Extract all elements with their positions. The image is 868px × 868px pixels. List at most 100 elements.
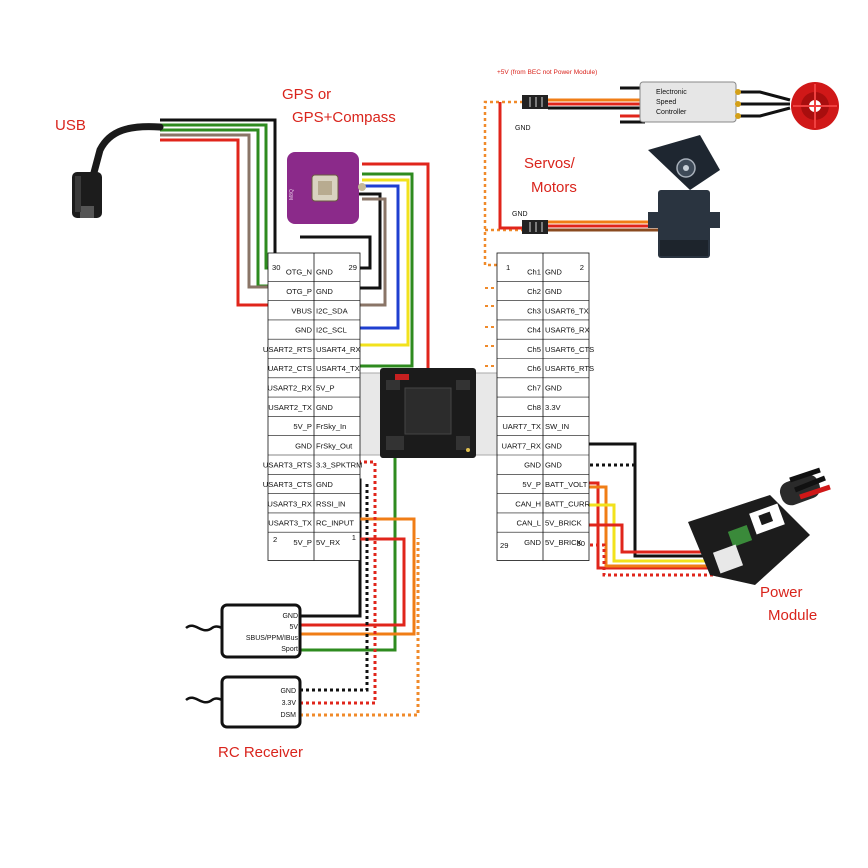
gps-chip-inner [318,181,332,195]
receiver-sbus-body [220,603,302,659]
servo-tab-right [710,212,720,228]
wire-usb-red [160,138,287,307]
pin-label-right: GND [316,480,333,489]
pin-label-left: Ch8 [527,403,541,412]
receiver-sbus: GND 5V SBUS/PPM/IBus Sport [185,603,302,659]
pin-label-right: 3.3_SPKTRM [316,461,362,470]
fc-led [466,448,470,452]
gps-board-text: M8Q [289,189,295,200]
bec-note: +5V (from BEC not Power Module) [497,69,597,76]
esc-connector-3 [735,113,741,119]
pin-label-right: USART6_TX [545,306,589,315]
pin-number: 2 [273,535,277,544]
pin-label-left: GND [524,461,541,470]
receiver-sbus-pin-sport: Sport [281,646,298,653]
wire-gps-green [350,172,414,368]
gps-label-line1: GPS or [282,86,331,103]
wire-servo-dotted [483,100,523,267]
receiver-dsm: GND 3.3V DSM [185,675,302,729]
wire-dsm-orange [300,538,420,717]
pin-label-left: UART7_TX [502,422,541,431]
power-module-label-line2: Module [768,607,817,624]
pin-label-left: USART2_RTS [263,345,312,354]
pin-label-left: UART7_RX [501,441,541,450]
power-module-label-line1: Power [760,584,803,601]
motor [791,82,839,130]
receiver-sbus-antenna [185,624,223,632]
wire-gps-red [350,162,430,387]
servo-plug-pins [529,222,543,232]
pin-label-left: 5V_P [522,480,541,489]
pin-label-right: GND [545,287,562,296]
servo-shaft-center [683,165,689,171]
fc-chip-1 [386,380,400,390]
wire-motor-phases [735,90,791,118]
gps-connector [358,183,366,191]
receiver-sbus-pin-signal: SBUS/PPM/IBus [246,635,299,642]
pm-connector [712,544,744,574]
rc-receiver-label: RC Receiver [218,744,303,761]
wire-gps-blue [350,184,400,330]
pin-label-left: USART2_RX [267,383,312,392]
pin-label-left: Ch6 [527,364,541,373]
esc-body [639,81,737,123]
power-module [688,467,831,585]
fc-mcu [404,387,452,435]
flight-controller-board [357,368,503,458]
esc-label-2: Speed [656,99,676,106]
wire-pm-red-dotted [590,543,720,577]
pin-label-right: USART6_RTS [545,364,594,373]
usb-label: USB [55,117,86,134]
pin-label-left: 5V_P [293,422,312,431]
pin-label-right: GND [316,268,333,277]
wire-gps-yellow [350,178,410,347]
pin-label-right: GND [545,383,562,392]
pin-label-left: GND [524,538,541,547]
servos-label-line1: Servos/ [524,155,576,172]
wire-pm-red-2 [565,523,720,554]
servos-label-line2: Motors [531,179,577,196]
servo-tab-left [648,212,658,228]
pin-label-right: RSSI_IN [316,499,346,508]
gps-label-line2: GPS+Compass [292,109,396,126]
servo-plug-body [522,220,548,234]
fc-red-component [395,374,409,380]
pm-battery-leads [789,467,826,493]
receiver-dsm-pin-gnd: GND [280,688,296,695]
pin-label-right: USART6_CTS [545,345,594,354]
pin-label-left: UART2_CTS [268,364,312,373]
pin-label-left: USART3_RX [267,499,312,508]
receiver-dsm-pin-dsm: DSM [280,712,296,719]
pin-label-left: Ch4 [527,326,541,335]
pin-number: 30 [272,263,280,272]
gps-module: M8Q [287,152,366,224]
pin-label-left: VBUS [291,306,312,315]
pin-label-right: GND [545,268,562,277]
pin-label-left: Ch1 [527,268,541,277]
usb-plug-tip [80,206,94,218]
usb-plug-highlight [75,176,81,212]
pin-label-right: GND [316,403,333,412]
pin-number: 29 [349,263,357,272]
pin-label-right: GND [545,461,562,470]
receiver-dsm-pin-3v3: 3.3V [282,700,297,707]
pin-label-right: USART6_RX [545,326,590,335]
pin-label-right: BATT_CURR [545,499,591,508]
pin-label-right: 5V_BRICK [545,519,582,528]
fc-chip-2 [456,380,470,390]
esc-connector-1 [735,89,741,95]
servo [648,135,720,258]
usb-connector [72,123,164,218]
esc-connector-2 [735,101,741,107]
servo-gnd-label: GND [512,211,528,218]
wire-pm-black [565,442,720,558]
pin-number: 2 [580,263,584,272]
pin-label-left: CAN_L [517,519,541,528]
pin-label-right: I2C_SDA [316,306,349,315]
wire-usb-black [160,118,287,266]
pin-label-right: 5V_BRICK [545,538,582,547]
pin-label-right: GND [545,441,562,450]
wire-ch-dotted [485,287,500,386]
